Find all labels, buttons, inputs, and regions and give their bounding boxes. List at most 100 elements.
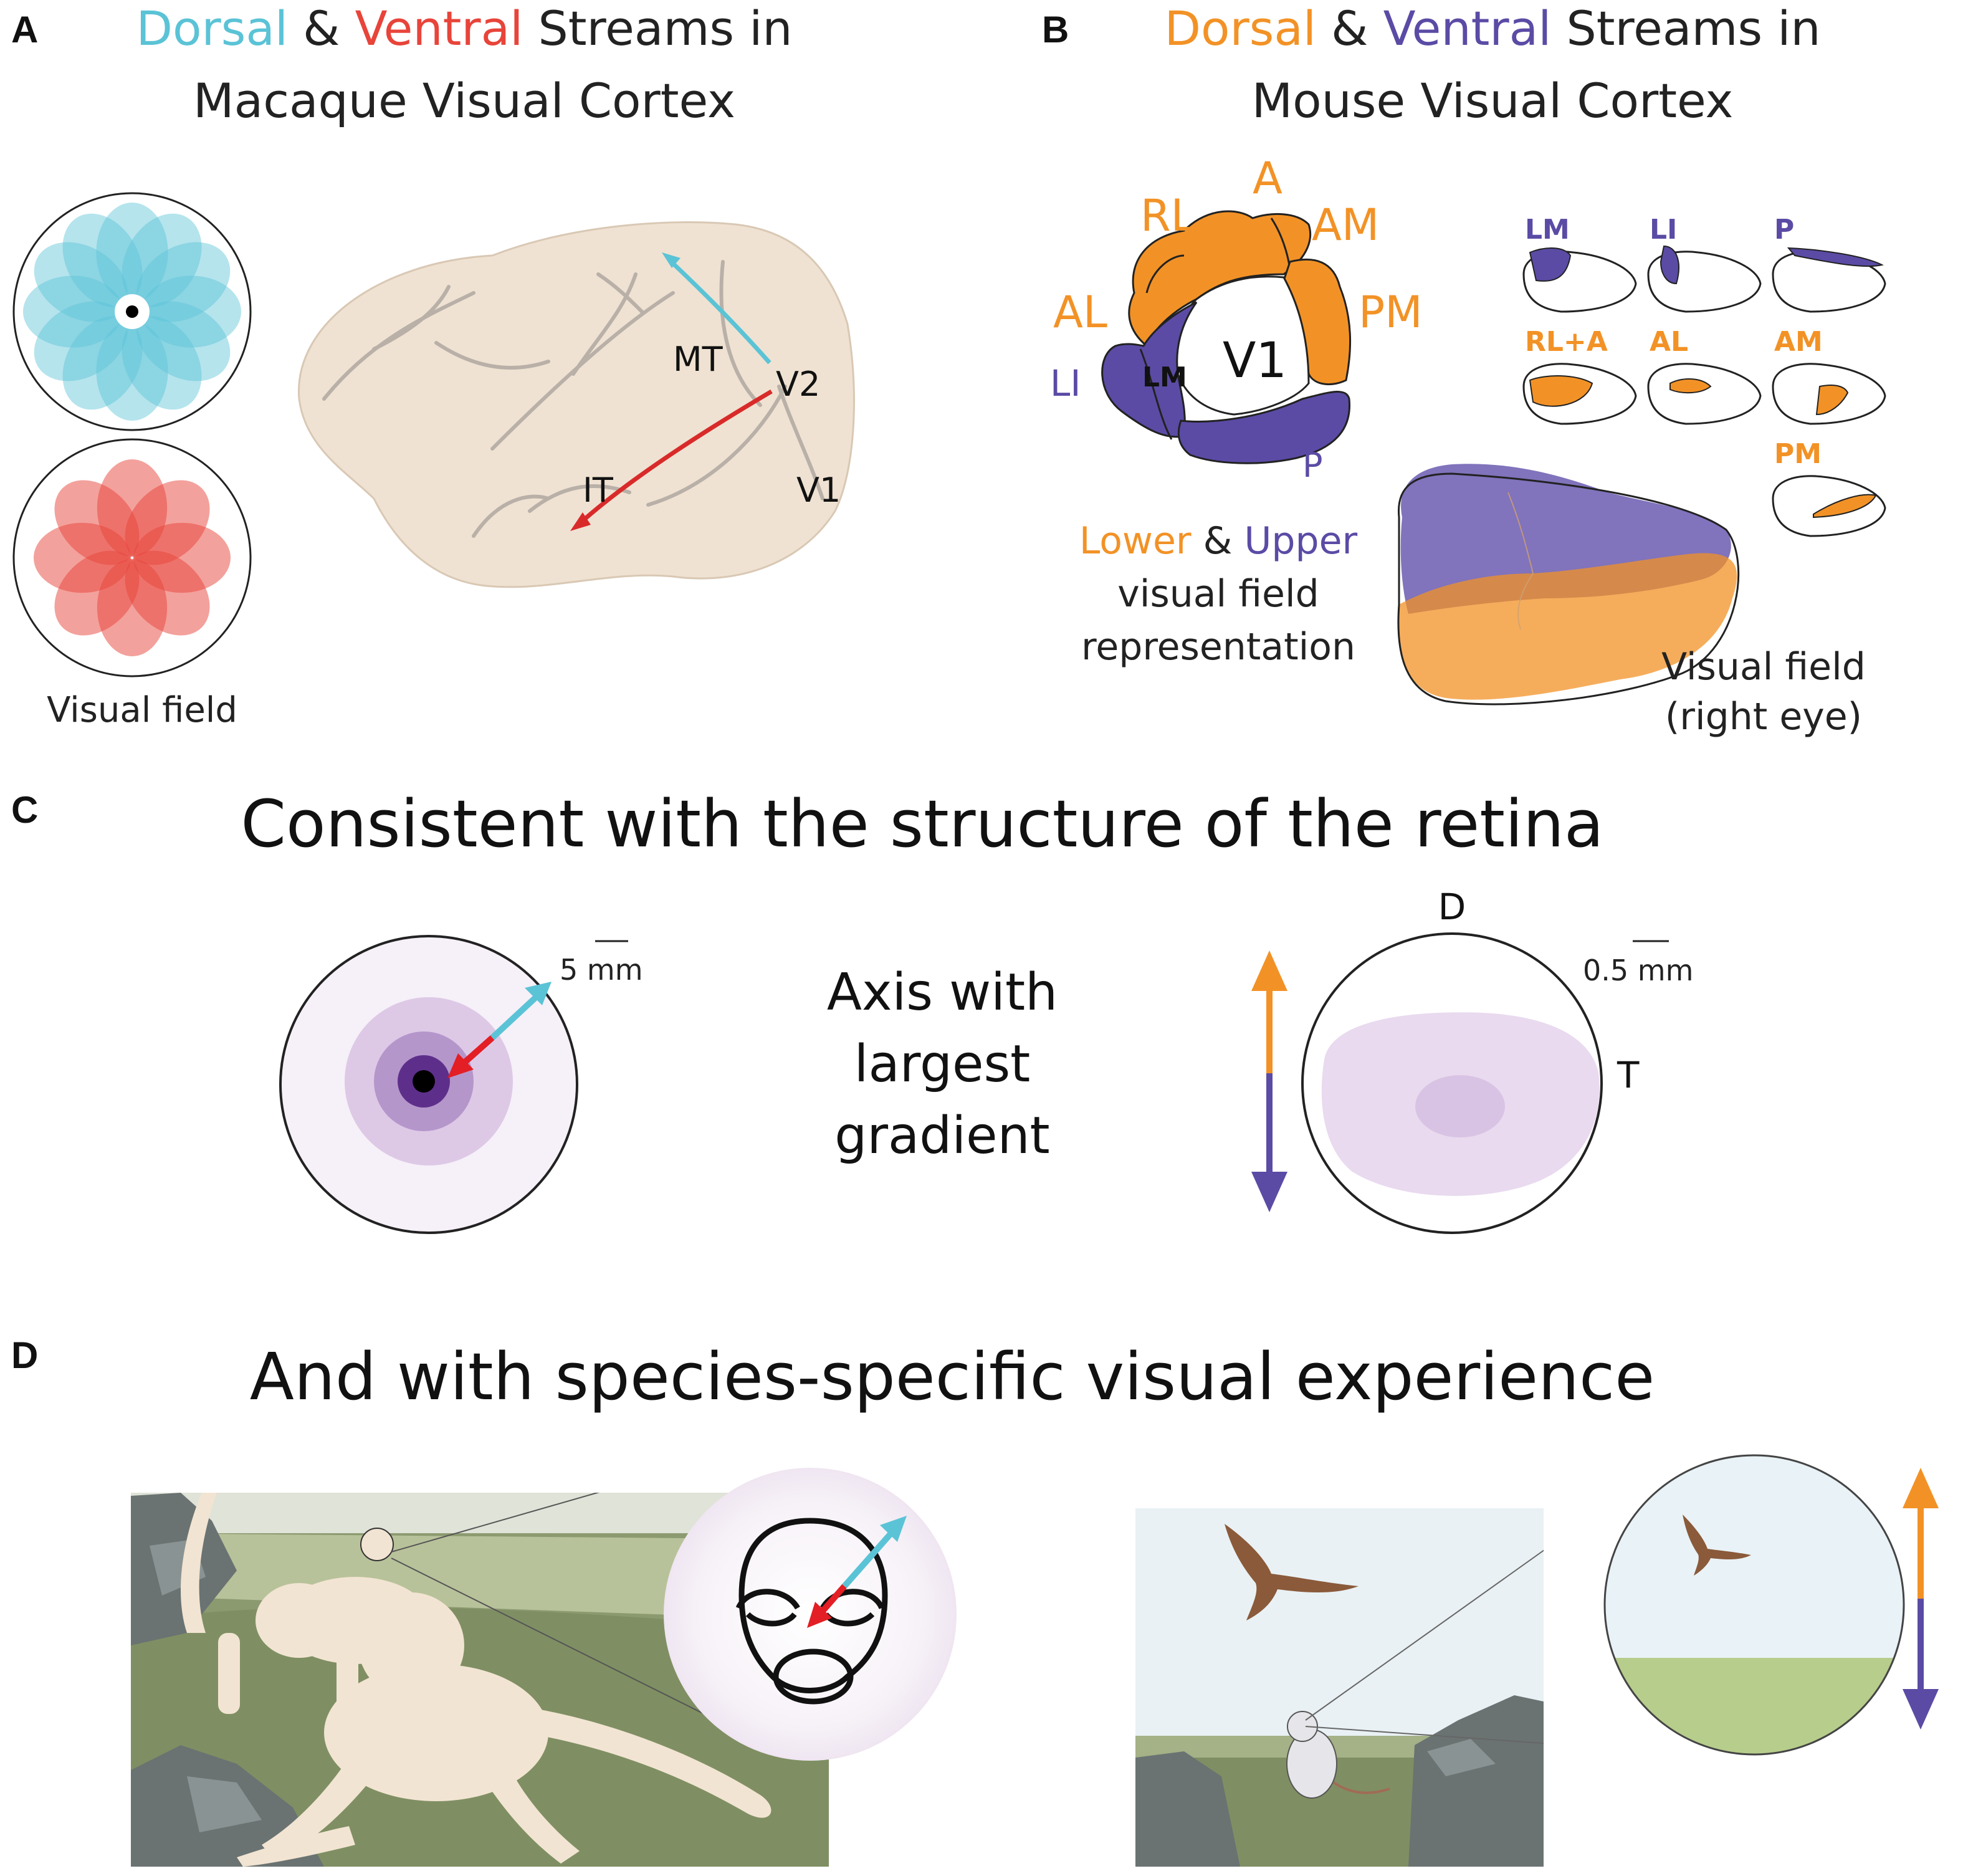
macaque-ventral-arrow [820,1584,847,1614]
mini-field-maps: LM LI P RL+A AL AM PM [1522,214,1886,537]
mouse-animal [1286,1711,1390,1799]
visual-field-petal [141,275,241,348]
vf-legend-lower: Lower [1079,519,1203,563]
area-label-pm: PM [1359,287,1423,338]
vf-right-eye-line1: Visual field [1661,645,1866,689]
visual-field-label: Visual field [47,690,237,730]
ventral-gradient-arrow [462,1035,495,1065]
mini-field-label: AL [1650,326,1688,358]
mini-field-label: AM [1774,326,1823,358]
label-v1: V1 [796,471,841,510]
panel-c-title: Consistent with the structure of the ret… [241,786,1603,862]
macaque-face-icon [735,1518,888,1705]
mini-field-region [1669,378,1712,394]
label-dorsal-d: D [1438,886,1466,928]
mini-field-region [1529,375,1593,407]
panel-a-letter: A [11,9,38,50]
panel-a-title-line2: Macaque Visual Cortex [193,73,735,128]
visual-field-petal [96,203,168,302]
area-label-lm: LM [1142,361,1187,393]
visual-field-petal [34,301,128,381]
panel-a-title-amp: & [303,1,355,56]
visual-field-petal [136,242,231,322]
area-label-a: A [1253,153,1282,204]
area-label-li: LI [1050,362,1081,404]
visual-field-petal [34,242,128,322]
dorsal-stream-arrow [668,259,771,365]
panel-d-letter: D [11,1334,38,1376]
mini-field-region [1787,247,1884,267]
mini-field-label: PM [1774,438,1822,470]
panel-c-letter: C [11,789,38,831]
macaque-retina: 5 mm [279,935,643,1234]
label-it: IT [583,471,614,510]
mini-field-label: P [1774,214,1794,246]
label-mt: MT [673,340,724,379]
panel-b-title-ventral: Ventral [1383,1,1567,56]
area-label-v1: V1 [1223,333,1287,389]
vf-legend-line1: Lower & Upper [1079,519,1358,563]
fixation-dot [126,305,138,318]
visual-field-petal [23,275,123,348]
mini-field-label: LI [1650,214,1677,246]
mouse-cortex-map [1101,210,1352,464]
vf-legend-line2: visual field [1117,572,1319,616]
ventral-stream-arrow [578,389,773,525]
panel-a: A Dorsal & Ventral Streams in Macaque Vi… [11,1,855,730]
hawk-zoomed [1683,1515,1751,1576]
vf-legend-upper: Upper [1244,519,1358,563]
visual-field-ventral [12,438,252,677]
hawk-in-sky [1225,1524,1359,1620]
visual-field-petal [62,213,143,307]
axis-label-line3: gradient [834,1106,1049,1165]
mini-field-region [1529,247,1572,282]
vf-legend-amp: & [1203,519,1244,563]
panel-b-title-amp: & [1331,1,1383,56]
visual-field-petal [122,316,202,410]
macaque-dorsal-arrow [842,1531,894,1589]
visual-field-petal [125,480,210,565]
mini-field-region [1660,245,1679,285]
mouse-retina: D T 0.5 mm [1301,886,1693,1234]
panel-b-title-dorsal: Dorsal [1164,1,1331,56]
visual-field-petal [136,301,231,381]
area-label-rl: RL [1140,190,1195,241]
visual-field-petal [62,316,143,410]
label-temporal-t: T [1617,1054,1640,1096]
visual-field-petal [96,321,168,421]
mini-field-region [1815,385,1849,416]
area-label-p: P [1302,446,1323,485]
macaque-brain: MT V2 IT V1 [298,221,855,588]
mini-field-label: RL+A [1525,326,1608,358]
panel-b-title-line1: Dorsal & Ventral Streams in [1164,1,1820,56]
panel-a-title-line1: Dorsal & Ventral Streams in [136,1,792,56]
panel-b: B Dorsal & Ventral Streams in Mouse Visu… [1042,1,1886,739]
visual-field-right-eye [1397,464,1740,706]
mouse-zoom-circle [1603,1454,1905,1756]
vf-legend-line3: representation [1081,625,1355,669]
macaque-zoom-circle [664,1468,957,1761]
mini-field-label: LM [1525,214,1570,246]
panel-b-title-rest: Streams in [1567,1,1821,56]
area-label-am: AM [1312,199,1379,251]
mouse-experience-axis-arrow [1903,1468,1939,1730]
panel-b-letter: B [1042,9,1069,50]
panel-d-title: And with species-specific visual experie… [250,1339,1655,1415]
macaque-silhouettes [181,1493,771,1867]
mouse-scene [1135,1508,1544,1867]
panel-c: C Consistent with the structure of the r… [11,786,1693,1234]
axis-label-line2: largest [854,1035,1031,1094]
mini-field-region [1813,494,1877,519]
scale-label-macaque: 5 mm [560,953,643,987]
scale-label-mouse: 0.5 mm [1583,954,1693,987]
mini-field-outline [1647,363,1762,425]
mouse-axis-arrow [1251,950,1287,1212]
visual-field-petal [122,213,202,307]
label-v2: V2 [776,365,820,404]
area-label-al: AL [1053,287,1107,338]
vf-right-eye-line2: (right eye) [1665,695,1862,739]
panel-a-title-dorsal: Dorsal [136,1,303,56]
panel-d: D And with species-specific visual exper… [11,1334,1939,1867]
panel-b-title-line2: Mouse Visual Cortex [1252,73,1734,128]
